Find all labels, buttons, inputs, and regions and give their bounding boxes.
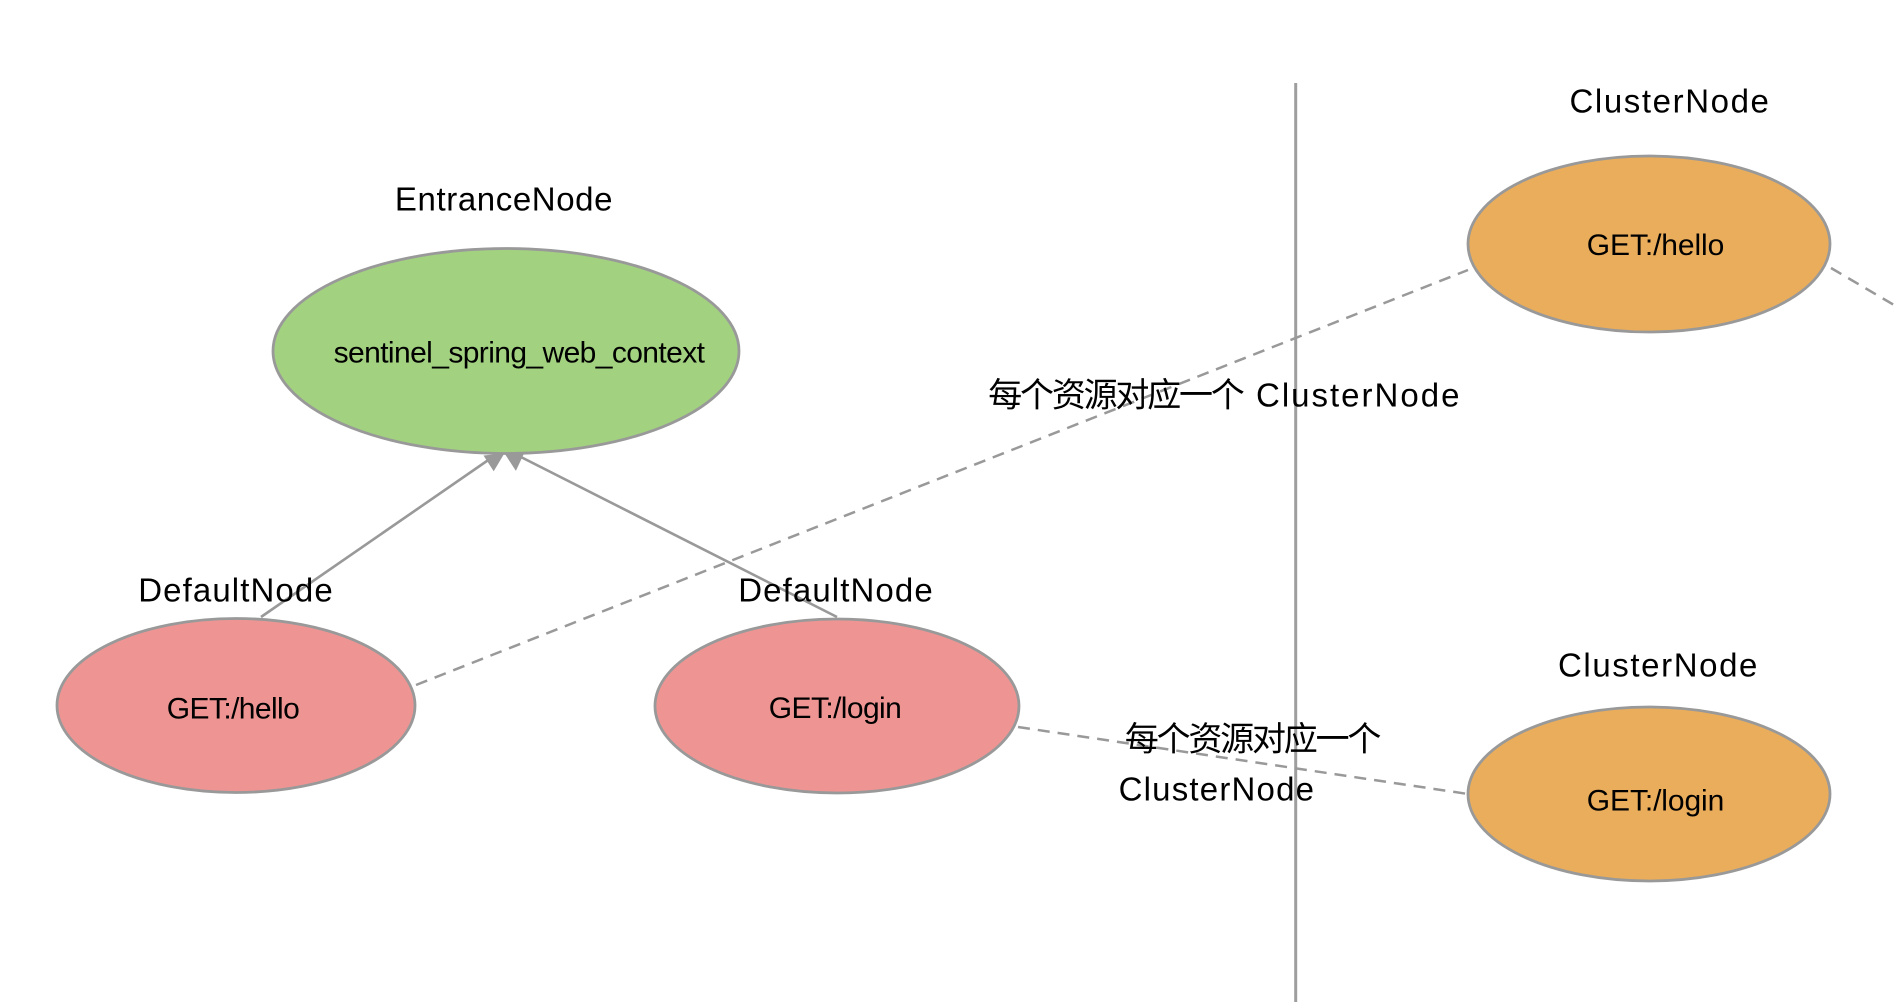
svg-text:GET:/hello: GET:/hello [1587, 229, 1724, 262]
svg-text:ClusterNode: ClusterNode [1558, 647, 1759, 684]
svg-text:sentinel_spring_web_context: sentinel_spring_web_context [334, 337, 706, 370]
svg-text:ClusterNode: ClusterNode [1569, 83, 1770, 120]
svg-text:EntranceNode: EntranceNode [395, 181, 613, 218]
svg-text:GET:/hello: GET:/hello [167, 692, 299, 725]
svg-text:DefaultNode: DefaultNode [738, 572, 934, 609]
svg-text:GET:/login: GET:/login [769, 692, 901, 725]
svg-text:DefaultNode: DefaultNode [138, 572, 334, 609]
svg-text:ClusterNode: ClusterNode [1119, 771, 1316, 808]
svg-text:GET:/login: GET:/login [1587, 785, 1724, 818]
svg-text:ClusterNode: ClusterNode [1256, 377, 1461, 414]
